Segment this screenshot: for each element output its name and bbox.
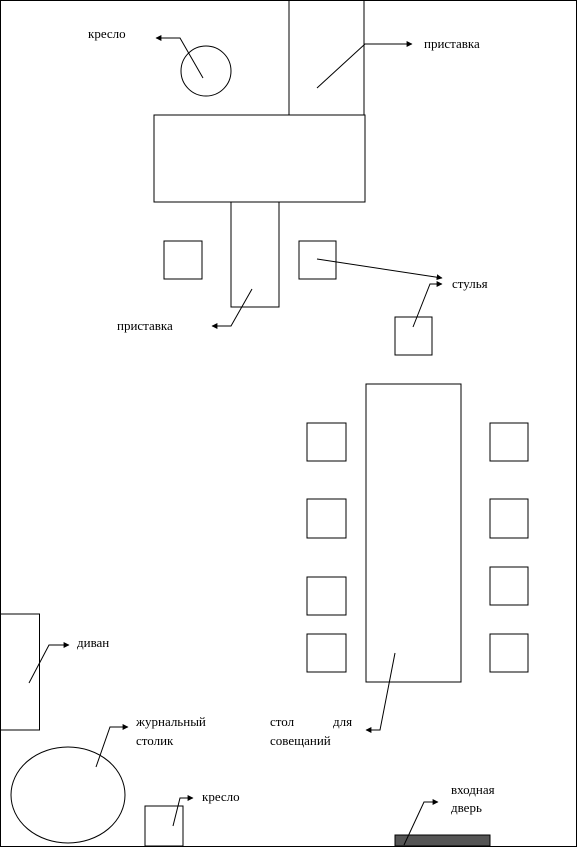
coffee-table-pointer (95, 724, 129, 768)
side-table-left (230, 201, 280, 308)
coffee-table-label-line2: столик (136, 733, 174, 748)
armchair-bottom (144, 805, 184, 847)
entrance-label-line1: входная (451, 782, 495, 797)
coffee-table (10, 746, 126, 844)
entrance-label-line2: дверь (451, 800, 482, 815)
side-table-left-pointer (211, 288, 253, 329)
meeting-chair-right-4 (489, 633, 529, 673)
chair-free (394, 316, 433, 356)
armchair-bottom-pointer (172, 795, 194, 827)
meeting-chair-left-3 (306, 576, 347, 616)
sofa (0, 613, 40, 731)
meeting-chair-right-1 (489, 422, 529, 462)
meeting-chair-right-2 (489, 498, 529, 539)
chairs-label: стулья (452, 276, 488, 291)
meeting-table-pointer (365, 652, 396, 733)
chair-visitor-left (163, 240, 203, 280)
entrance-door-pointer (403, 799, 439, 846)
side-table-top-label: приставка (424, 36, 480, 51)
armchair-top-pointer (155, 35, 204, 79)
chairs-pointer-1 (316, 258, 443, 281)
meeting-chair-left-4 (306, 633, 347, 673)
armchair-top (180, 45, 232, 97)
meeting-chair-left-2 (306, 498, 347, 539)
sofa-pointer (28, 642, 70, 684)
meeting-chair-right-3 (489, 566, 529, 606)
armchair-top-label: кресло (88, 26, 126, 41)
side-table-top-pointer (316, 41, 413, 89)
meeting-table-label-word2: для (333, 714, 352, 729)
meeting-table-label-word1: стол (270, 714, 295, 729)
side-table-left-label: приставка (117, 318, 173, 333)
chair-visitor-right (298, 240, 337, 280)
entrance-door (394, 834, 491, 847)
executive-desk (153, 114, 366, 203)
coffee-table-label-line1: журнальный (135, 714, 206, 729)
meeting-chair-left-1 (306, 422, 347, 462)
armchair-bottom-label: кресло (202, 789, 240, 804)
meeting-table-label-line2: совещаний (270, 733, 331, 748)
meeting-table (365, 383, 462, 683)
chairs-pointer-2 (412, 281, 443, 328)
sofa-label: диван (77, 635, 109, 650)
side-table-top (288, 0, 365, 116)
